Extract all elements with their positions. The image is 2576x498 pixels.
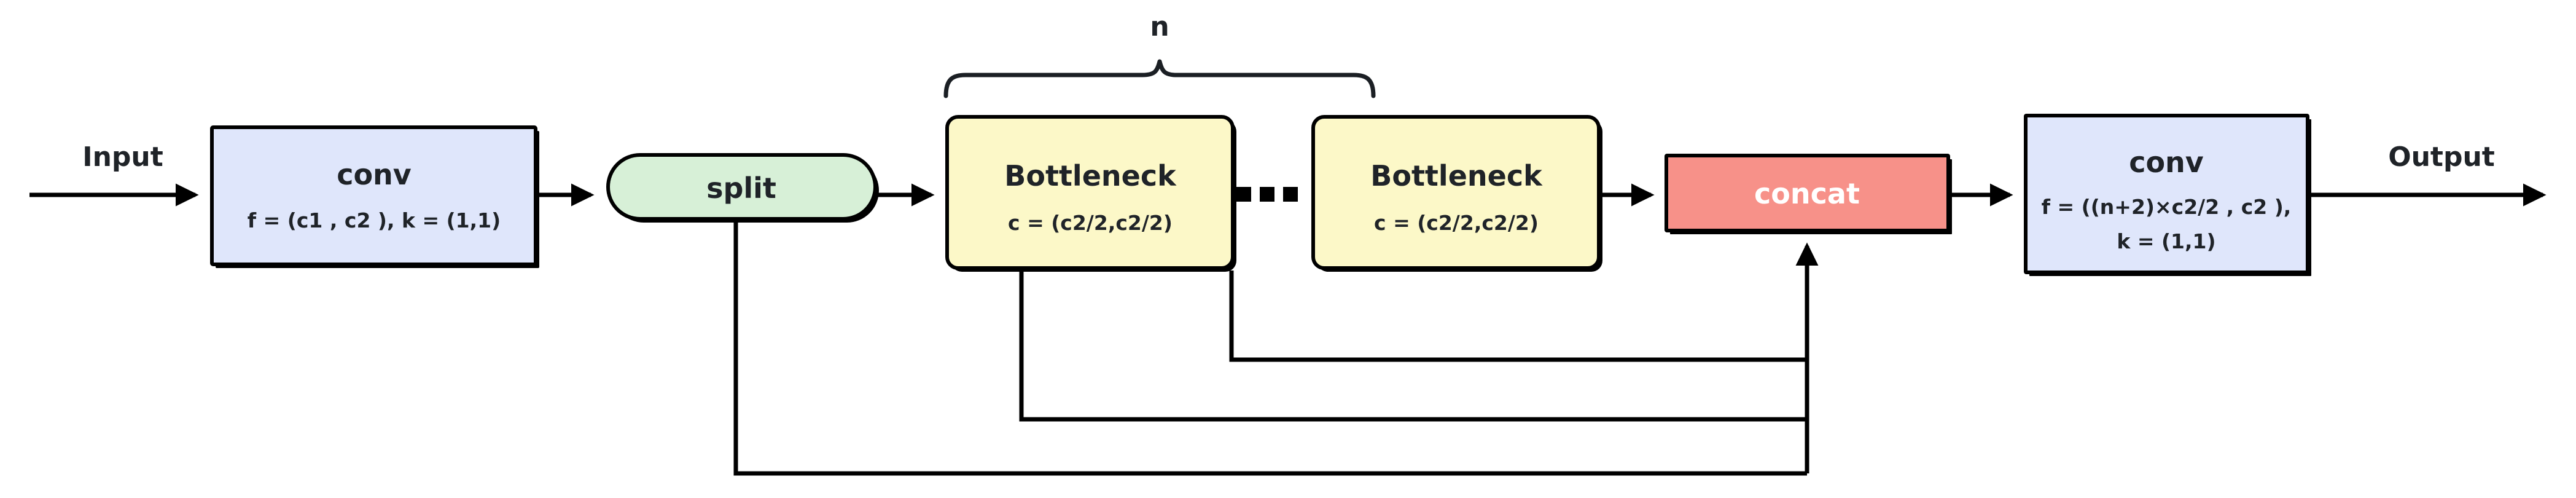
bottleneck-1-title: Bottleneck bbox=[1004, 159, 1177, 192]
conv-out-subtitle-line1: f = ((n+2)×c2/2 , c2 ), bbox=[2042, 195, 2292, 219]
node-conv-in[interactable]: conv f = (c1 , c2 ), k = (1,1) bbox=[210, 125, 539, 268]
repeat-brace: n bbox=[943, 11, 1376, 98]
conv-out-title: conv bbox=[2129, 146, 2204, 179]
bottleneck-1-subtitle: c = (c2/2,c2/2) bbox=[1008, 211, 1173, 235]
split-title: split bbox=[706, 172, 776, 205]
node-bottleneck-1[interactable]: Bottleneck c = (c2/2,c2/2) bbox=[945, 115, 1236, 272]
edge-bottleneck1-to-concat bbox=[1019, 271, 1807, 422]
output-label: Output bbox=[2388, 141, 2495, 173]
ellipsis-icon bbox=[1236, 187, 1298, 202]
edge-bottleneckn-to-concat bbox=[1229, 271, 1807, 362]
node-split[interactable]: split bbox=[606, 153, 879, 223]
conv-in-title: conv bbox=[337, 158, 412, 191]
input-label: Input bbox=[82, 141, 163, 173]
bottleneck-n-subtitle: c = (c2/2,c2/2) bbox=[1374, 211, 1539, 235]
concat-title: concat bbox=[1754, 177, 1860, 210]
node-conv-out[interactable]: conv f = ((n+2)×c2/2 , c2 ), k = (1,1) bbox=[2024, 114, 2311, 276]
conv-out-subtitle-line2: k = (1,1) bbox=[2117, 229, 2215, 253]
node-concat[interactable]: concat bbox=[1665, 154, 1952, 234]
bottleneck-n-title: Bottleneck bbox=[1370, 159, 1543, 192]
conv-in-subtitle: f = (c1 , c2 ), k = (1,1) bbox=[248, 208, 501, 232]
brace-label-n: n bbox=[1150, 11, 1169, 42]
edge-split-to-concat bbox=[733, 218, 1807, 476]
node-bottleneck-n[interactable]: Bottleneck c = (c2/2,c2/2) bbox=[1311, 115, 1602, 272]
